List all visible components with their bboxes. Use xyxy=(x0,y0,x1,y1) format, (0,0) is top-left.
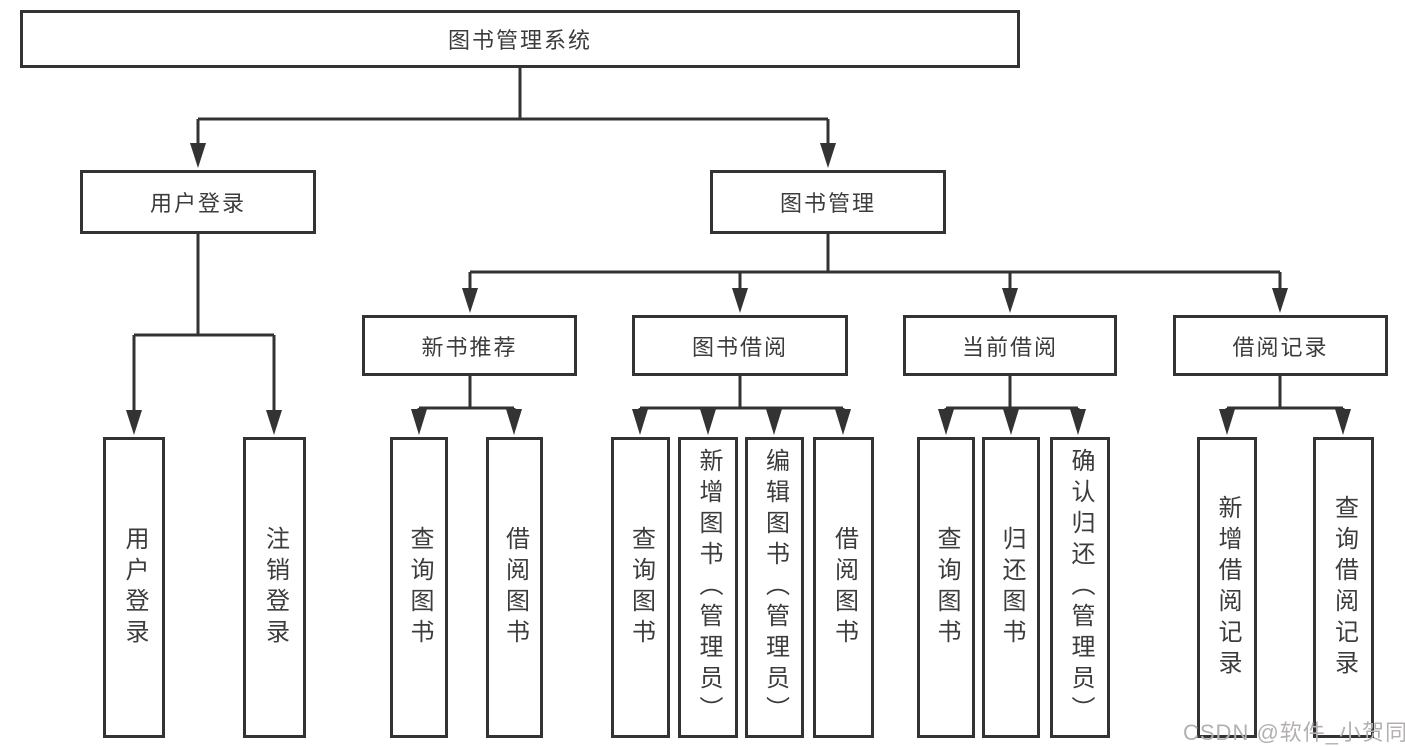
node-new-book-recommend: 新书推荐 xyxy=(362,315,577,376)
leaf-confirm-return-admin: 确认归还（管理员） xyxy=(1050,437,1110,738)
node-label: 图书管理 xyxy=(779,191,876,216)
node-label: 新增图书（管理员） xyxy=(695,448,722,727)
leaf-query-books-current: 查询图书 xyxy=(917,437,975,738)
leaf-edit-book-admin: 编辑图书（管理员） xyxy=(745,437,804,738)
node-label: 借阅图书 xyxy=(501,525,529,650)
leaf-user-login: 用户登录 xyxy=(103,437,165,738)
leaf-query-borrow-record: 查询借阅记录 xyxy=(1313,437,1374,738)
connector-book-management-to-level3 xyxy=(462,234,1288,313)
node-label: 用户登录 xyxy=(121,525,148,650)
connector-book-borrow-to-children xyxy=(632,376,851,435)
connector-new-book-recommend-to-children xyxy=(411,376,522,435)
node-book-borrow: 图书借阅 xyxy=(632,315,848,376)
node-label: 查询图书 xyxy=(627,525,655,650)
node-book-management-branch: 图书管理 xyxy=(710,170,946,234)
node-label: 归还图书 xyxy=(998,525,1025,650)
connector-borrow-records-to-children xyxy=(1219,376,1351,435)
node-label: 借阅记录 xyxy=(1232,334,1329,360)
leaf-add-borrow-record: 新增借阅记录 xyxy=(1197,437,1257,738)
node-label: 新书推荐 xyxy=(421,334,518,360)
node-label: 查询借阅记录 xyxy=(1330,494,1358,681)
csdn-watermark: CSDN @软件_小贺同学 xyxy=(1183,720,1405,745)
node-label: 查询图书 xyxy=(406,525,433,650)
leaf-add-book-admin: 新增图书（管理员） xyxy=(678,437,738,738)
node-label: 新增借阅记录 xyxy=(1214,494,1241,681)
leaf-query-books-recommend: 查询图书 xyxy=(390,437,448,738)
leaf-borrow-books: 借阅图书 xyxy=(813,437,874,738)
leaf-borrow-books-recommend: 借阅图书 xyxy=(486,437,543,738)
connector-current-borrow-to-children xyxy=(938,376,1086,435)
node-label: 注销登录 xyxy=(261,525,289,650)
node-label: 图书借阅 xyxy=(691,334,788,360)
connector-root-to-level2 xyxy=(190,68,836,168)
node-current-borrow: 当前借阅 xyxy=(903,315,1117,376)
node-label: 编辑图书（管理员） xyxy=(761,448,789,727)
connector-user-login-to-children xyxy=(126,234,282,435)
node-label: 当前借阅 xyxy=(961,334,1058,360)
node-label: 借阅图书 xyxy=(830,525,858,650)
node-borrow-records: 借阅记录 xyxy=(1173,315,1388,376)
leaf-logout: 注销登录 xyxy=(243,437,306,738)
leaf-return-books: 归还图书 xyxy=(982,437,1040,738)
node-label: 用户登录 xyxy=(149,191,246,216)
node-label: 确认归还（管理员） xyxy=(1067,448,1094,727)
node-root-system: 图书管理系统 xyxy=(20,10,1020,68)
node-label: 查询图书 xyxy=(933,525,960,650)
leaf-query-books-borrow: 查询图书 xyxy=(611,437,670,738)
node-label: 图书管理系统 xyxy=(447,28,592,53)
node-user-login-branch: 用户登录 xyxy=(80,170,316,234)
